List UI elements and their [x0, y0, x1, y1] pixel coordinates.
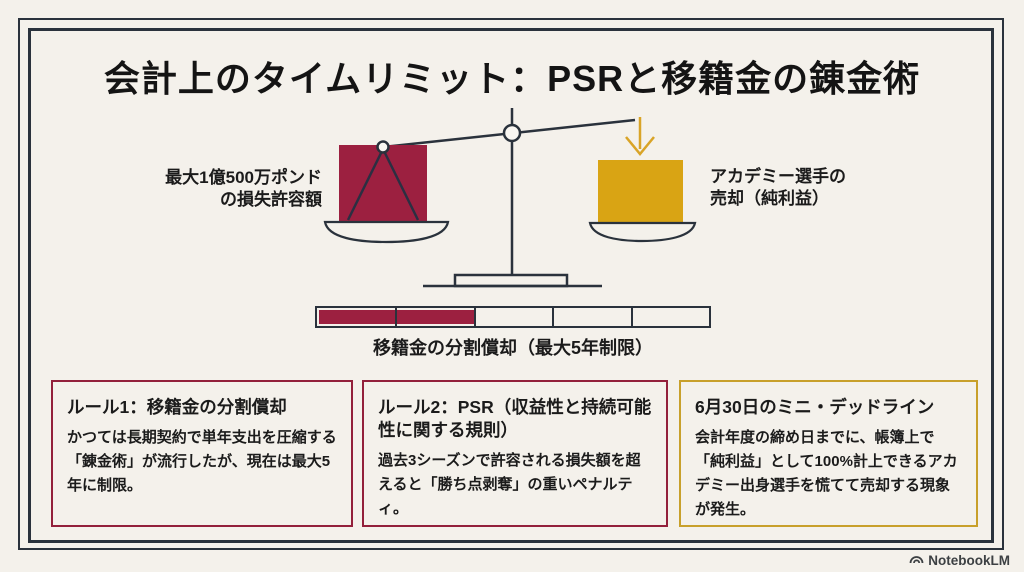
- loss-weight-block: [339, 145, 427, 221]
- amortization-bar-segment: [397, 308, 476, 326]
- academy-sale-label-line1: アカデミー選手の: [710, 167, 846, 186]
- notebooklm-brand-text: NotebookLM: [928, 553, 1010, 568]
- rule-box-body: かつては長期契約で単年支出を圧縮する「錬金術」が流行したが、現在は最大5年に制限…: [67, 429, 337, 494]
- rule-box-psr: ルール2：PSR（収益性と持続可能性に関する規則） 過去3シーズンで許容される損…: [362, 380, 668, 527]
- loss-allowance-label-line2: の損失許容額: [220, 190, 322, 209]
- loss-allowance-label: 最大1億500万ポンド の損失許容額: [110, 167, 322, 211]
- rule-box-amortization: ルール1：移籍金の分割償却 かつては長期契約で単年支出を圧縮する「錬金術」が流行…: [51, 380, 353, 527]
- amortization-bar-segment: [633, 308, 709, 326]
- rule-box-deadline: 6月30日のミニ・デッドライン 会計年度の締め日までに、帳簿上で「純利益」として…: [679, 380, 978, 527]
- scale-pivots: [376, 123, 522, 154]
- rule-box-title: ルール1：移籍金の分割償却: [67, 397, 287, 417]
- rule-box-body: 会計年度の締め日までに、帳簿上で「純利益」として100%計上できるアカデミー出身…: [695, 429, 958, 518]
- academy-sale-block: [598, 160, 683, 223]
- academy-sale-label-line2: 売却（純利益）: [710, 189, 829, 208]
- down-arrow-icon: [625, 117, 655, 156]
- academy-sale-label: アカデミー選手の 売却（純利益）: [710, 166, 930, 210]
- amortization-bar-segment: [554, 308, 633, 326]
- loss-allowance-label-line1: 最大1億500万ポンド: [165, 168, 322, 187]
- amortization-bar-label: 移籍金の分割償却（最大5年制限）: [372, 338, 653, 358]
- page-title: 会計上のタイムリミット：PSRと移籍金の錬金術: [103, 58, 921, 99]
- amortization-bar-segment: [476, 308, 555, 326]
- right-scale-pan: [588, 221, 697, 243]
- amortization-bar: [315, 306, 711, 328]
- left-scale-pan: [323, 220, 450, 244]
- rule-box-title: 6月30日のミニ・デッドライン: [695, 397, 935, 417]
- rule-box-body: 過去3シーズンで許容される損失額を超えると「勝ち点剥奪」の重いペナルティ。: [378, 452, 641, 517]
- amortization-bar-segment: [317, 308, 398, 326]
- notebooklm-logo-icon: [909, 556, 924, 564]
- notebooklm-brand: NotebookLM: [909, 553, 1010, 568]
- rule-box-title: ルール2：PSR（収益性と持続可能性に関する規則）: [378, 397, 652, 440]
